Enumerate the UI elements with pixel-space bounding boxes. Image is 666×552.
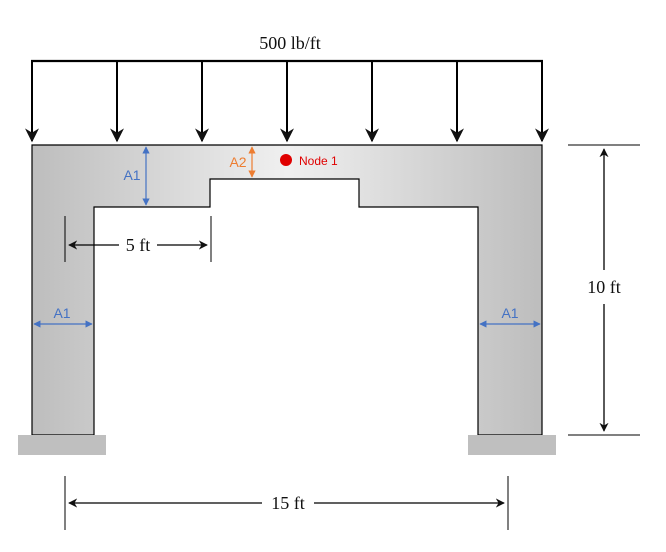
load-label: 500 lb/ft [259, 33, 321, 53]
left-support [18, 435, 106, 455]
distributed-load [25, 59, 549, 143]
a1-right-label: A1 [501, 305, 518, 321]
span-label: 15 ft [271, 493, 305, 513]
a2-label: A2 [229, 154, 246, 170]
node-1-marker [280, 154, 292, 166]
step-label: 5 ft [126, 235, 151, 255]
node-1-label: Node 1 [299, 154, 338, 168]
height-dimension [568, 144, 640, 436]
height-label: 10 ft [587, 277, 621, 297]
step-dimension [64, 216, 212, 262]
right-support [468, 435, 556, 455]
a1-top-label: A1 [123, 167, 140, 183]
a1-left-label: A1 [53, 305, 70, 321]
portal-frame [31, 144, 543, 436]
span-dimension [64, 476, 509, 530]
